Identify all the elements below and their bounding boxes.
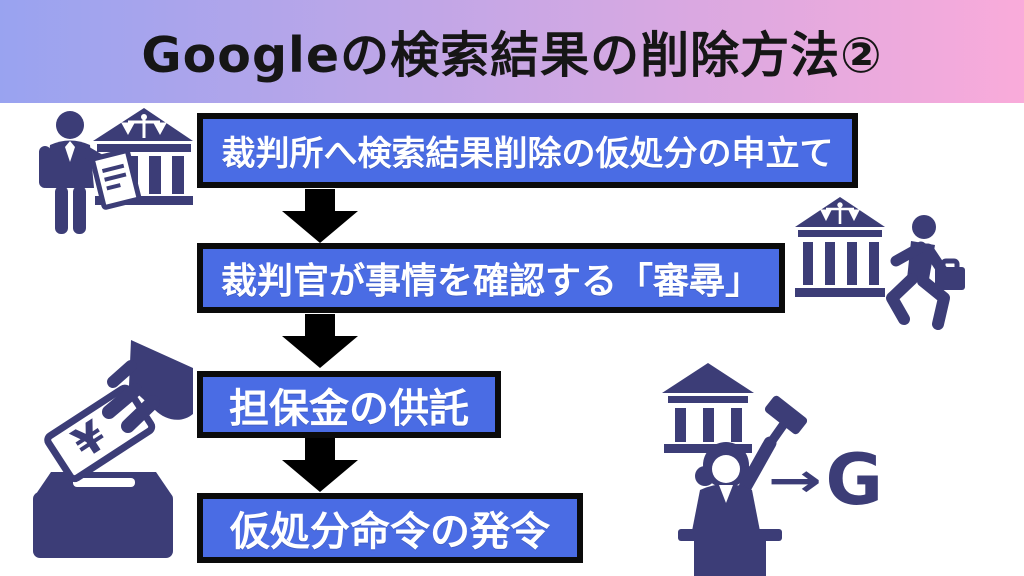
- flow-step-4: 仮処分命令の発令: [197, 493, 583, 563]
- courthouse-and-businessman-icon: [795, 197, 965, 337]
- briefcase-icon: [935, 258, 965, 290]
- security-deposit-icon: ¥: [15, 340, 193, 560]
- google-initial: G: [825, 439, 884, 521]
- flow-step-3: 担保金の供託: [197, 371, 501, 438]
- scales-of-justice-icon: [820, 202, 860, 224]
- courthouse-icon: [662, 363, 754, 453]
- scales-of-justice-icon: [121, 114, 167, 138]
- flow-step-3-label: 担保金の供託: [229, 385, 469, 432]
- down-arrow-icon: [282, 189, 358, 243]
- judge-ruling-icon: [648, 363, 823, 576]
- claimant-with-document-icon: [38, 108, 193, 258]
- down-arrow-icon: [282, 438, 358, 492]
- right-arrow-icon: →: [768, 453, 822, 507]
- yen-banknote-icon: ¥: [44, 384, 156, 483]
- hand-icon: [102, 340, 193, 433]
- page-title: Googleの検索結果の削除方法②: [141, 27, 883, 84]
- flow-step-2-label: 裁判官が事情を確認する「審尋」: [220, 261, 761, 302]
- walking-businessman-icon: [886, 215, 965, 330]
- deposit-box-icon: [33, 472, 173, 558]
- gavel-icon: [757, 395, 808, 460]
- businessman-icon: [39, 111, 116, 234]
- flow-step-1: 裁判所へ検索結果削除の仮処分の申立て: [197, 113, 858, 188]
- courthouse-with-scales-icon: [795, 197, 885, 297]
- order-to-google-label: → G: [768, 444, 883, 516]
- petition-document-icon: [90, 148, 142, 210]
- header-banner: Googleの検索結果の削除方法②: [0, 0, 1024, 103]
- flow-step-4-label: 仮処分命令の発令: [230, 509, 550, 555]
- judge-with-gavel-icon: [678, 395, 808, 576]
- flow-step-1-label: 裁判所へ検索結果削除の仮処分の申立て: [221, 134, 834, 174]
- down-arrow-icon: [282, 314, 358, 368]
- flow-step-2: 裁判官が事情を確認する「審尋」: [197, 243, 785, 313]
